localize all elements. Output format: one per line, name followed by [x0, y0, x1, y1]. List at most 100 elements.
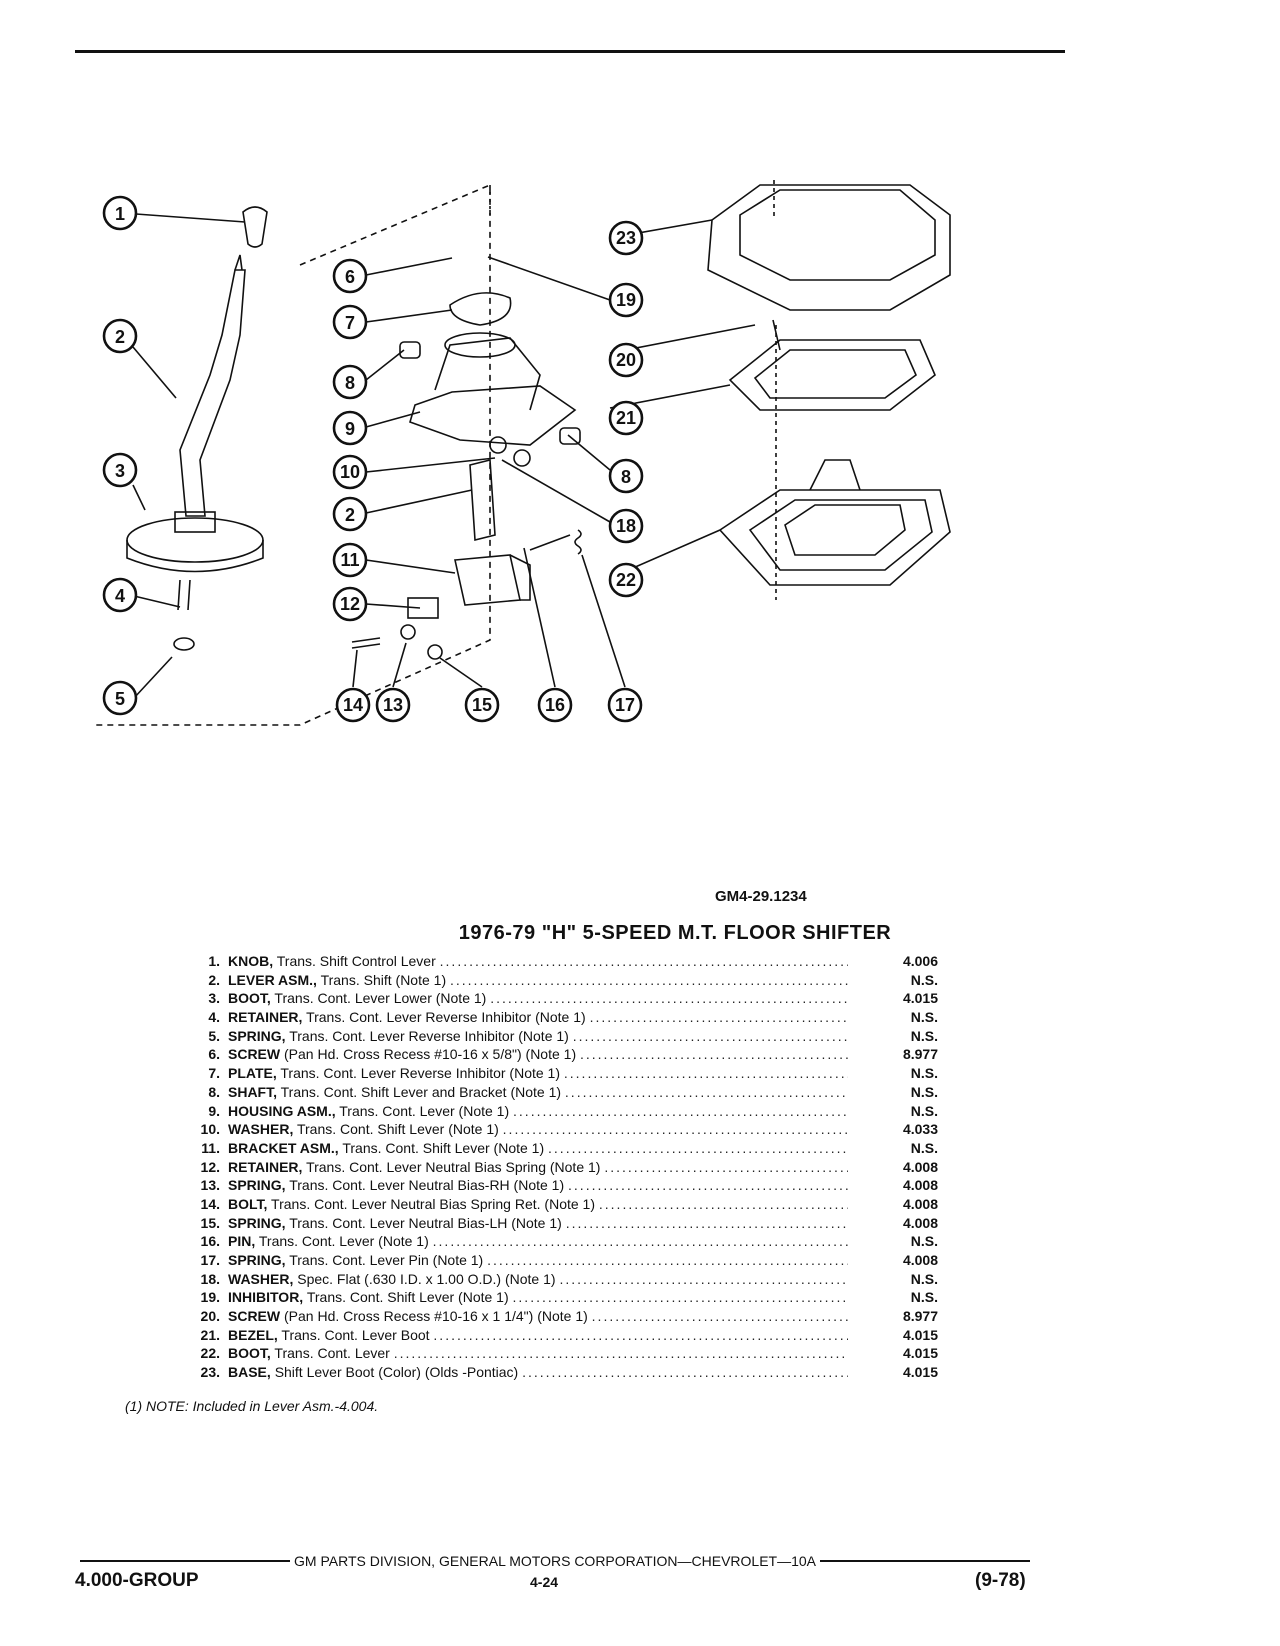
part-name: LEVER ASM.,	[228, 971, 317, 988]
svg-text:15: 15	[472, 695, 492, 715]
part-group-code: N.S.	[910, 1270, 938, 1287]
part-description: SPRING, Trans. Cont. Lever Pin (Note 1) …	[228, 1251, 848, 1270]
part-number: 9.	[208, 1102, 220, 1119]
part-number: 16.	[200, 1233, 220, 1250]
footnote: (1) NOTE: Included in Lever Asm.-4.004.	[125, 1398, 379, 1414]
part-group-code: 4.033	[902, 1121, 938, 1138]
leader-dots: ........................................…	[433, 1326, 848, 1343]
svg-text:3: 3	[115, 461, 125, 481]
part-description: PLATE, Trans. Cont. Lever Reverse Inhibi…	[228, 1064, 848, 1083]
part-name: SHAFT,	[228, 1083, 277, 1100]
part-detail: Trans. Cont. Shift Lever (Note 1)	[296, 1121, 499, 1138]
part-description: LEVER ASM., Trans. Shift (Note 1) ......…	[228, 971, 848, 990]
callout-18: 18	[608, 508, 644, 544]
part-group-code: 4.015	[902, 1326, 938, 1343]
leader-dots: ........................................…	[559, 1270, 848, 1287]
svg-text:8: 8	[621, 467, 631, 487]
part-number: 15.	[200, 1214, 220, 1231]
parts-row: 9. HOUSING ASM., Trans. Cont. Lever (Note…	[150, 1102, 950, 1121]
part-description: WASHER, Trans. Cont. Shift Lever (Note 1…	[228, 1120, 848, 1139]
leader-dots: ........................................…	[565, 1214, 848, 1231]
svg-text:5: 5	[115, 689, 125, 709]
svg-text:22: 22	[616, 570, 636, 590]
part-group-code: N.S.	[910, 1027, 938, 1044]
part-name: SPRING,	[228, 1177, 286, 1194]
part-name: BOOT,	[228, 990, 271, 1007]
svg-text:4: 4	[115, 586, 125, 606]
part-name: BOLT,	[228, 1195, 268, 1212]
part-group-code: N.S.	[910, 1139, 938, 1156]
part-number: 23.	[200, 1364, 220, 1381]
part-description: BRACKET ASM., Trans. Cont. Shift Lever (…	[228, 1139, 848, 1158]
leader-dots: ........................................…	[513, 1102, 848, 1119]
parts-row: 3.BOOT, Trans. Cont. Lever Lower (Note 1…	[150, 989, 950, 1008]
callout-21: 21	[608, 400, 644, 436]
part-detail: Trans. Cont. Shift Lever (Note 1)	[306, 1289, 509, 1306]
callout-11: 11	[332, 542, 368, 578]
svg-text:1: 1	[115, 204, 125, 224]
footer-division: GM PARTS DIVISION, GENERAL MOTORS CORPOR…	[294, 1553, 816, 1569]
svg-text:8: 8	[345, 373, 355, 393]
footer-rule-right	[820, 1560, 1031, 1562]
part-detail: Trans. Cont. Shift Lever and Bracket (No…	[280, 1083, 562, 1100]
svg-text:10: 10	[340, 462, 360, 482]
part-number: 14.	[200, 1195, 220, 1212]
part-number: 21.	[200, 1326, 220, 1343]
leader-dots: ........................................…	[548, 1139, 848, 1156]
svg-text:18: 18	[616, 516, 636, 536]
parts-row: 21.BEZEL, Trans. Cont. Lever Boot ......…	[150, 1326, 950, 1345]
part-name: RETAINER,	[228, 1009, 303, 1026]
parts-row: 23.BASE, Shift Lever Boot (Color) (Olds …	[150, 1363, 950, 1382]
part-name: SCREW	[228, 1046, 281, 1063]
part-name: KNOB,	[228, 953, 274, 969]
parts-row: 11.BRACKET ASM., Trans. Cont. Shift Leve…	[150, 1139, 950, 1158]
svg-text:20: 20	[616, 350, 636, 370]
callout-13: 13	[375, 687, 411, 723]
parts-list: 1. KNOB, Trans. Shift Control Lever .....…	[150, 952, 950, 1382]
callout-23: 23	[608, 220, 644, 256]
parts-row: 8. SHAFT, Trans. Cont. Shift Lever and Br…	[150, 1083, 950, 1102]
figure-id: GM4-29.1234	[715, 888, 807, 905]
part-detail: Trans. Cont. Lever Neutral Bias Spring (…	[306, 1158, 601, 1175]
leader-dots: ........................................…	[589, 1009, 848, 1026]
part-description: BOOT, Trans. Cont. Lever Lower (Note 1) …	[228, 989, 848, 1008]
part-detail: Trans. Cont. Lever Lower (Note 1)	[274, 990, 487, 1007]
part-group-code: N.S.	[910, 971, 938, 988]
callout-1: 1	[102, 195, 138, 231]
part-description: HOUSING ASM., Trans. Cont. Lever (Note 1…	[228, 1102, 848, 1121]
part-detail: Trans. Shift (Note 1)	[320, 971, 447, 988]
callout-17: 17	[607, 687, 643, 723]
parts-row: 19.INHIBITOR, Trans. Cont. Shift Lever (…	[150, 1288, 950, 1307]
part-description: SCREW (Pan Hd. Cross Recess #10-16 x 5/8…	[228, 1045, 848, 1064]
svg-text:21: 21	[616, 408, 636, 428]
part-group-code: 8.977	[902, 1308, 938, 1325]
part-group-code: N.S.	[910, 1289, 938, 1306]
svg-text:13: 13	[383, 695, 403, 715]
part-number: 10.	[200, 1121, 220, 1138]
part-number: 4.	[208, 1009, 220, 1026]
part-number: 1.	[208, 953, 220, 969]
svg-text:7: 7	[345, 313, 355, 333]
callout-8: 8	[332, 364, 368, 400]
callout-7: 7	[332, 304, 368, 340]
part-name: BRACKET ASM.,	[228, 1139, 339, 1156]
part-name: WASHER,	[228, 1270, 294, 1287]
callout-22: 22	[608, 562, 644, 598]
part-group-code: N.S.	[910, 1102, 938, 1119]
parts-row: 6.SCREW (Pan Hd. Cross Recess #10-16 x 5…	[150, 1045, 950, 1064]
part-detail: Trans. Cont. Lever (Note 1)	[339, 1102, 510, 1119]
part-detail: Trans. Shift Control Lever	[276, 953, 436, 969]
parts-row: 22.BOOT, Trans. Cont. Lever ............…	[150, 1344, 950, 1363]
part-detail: (Pan Hd. Cross Recess #10-16 x 5/8") (No…	[284, 1046, 577, 1063]
part-description: RETAINER, Trans. Cont. Lever Neutral Bia…	[228, 1158, 848, 1177]
leader-dots: ........................................…	[572, 1027, 848, 1044]
callout-12: 12	[332, 586, 368, 622]
callout-10: 10	[332, 454, 368, 490]
part-number: 8.	[208, 1083, 220, 1100]
callout-14: 14	[335, 687, 371, 723]
parts-row: 5.SPRING, Trans. Cont. Lever Reverse Inh…	[150, 1027, 950, 1046]
part-name: SCREW	[228, 1308, 281, 1325]
parts-title-text: 1976-79 "H" 5-SPEED M.T. FLOOR SHIFTER	[458, 922, 892, 944]
part-group-code: 4.008	[902, 1158, 938, 1175]
svg-text:6: 6	[345, 267, 355, 287]
